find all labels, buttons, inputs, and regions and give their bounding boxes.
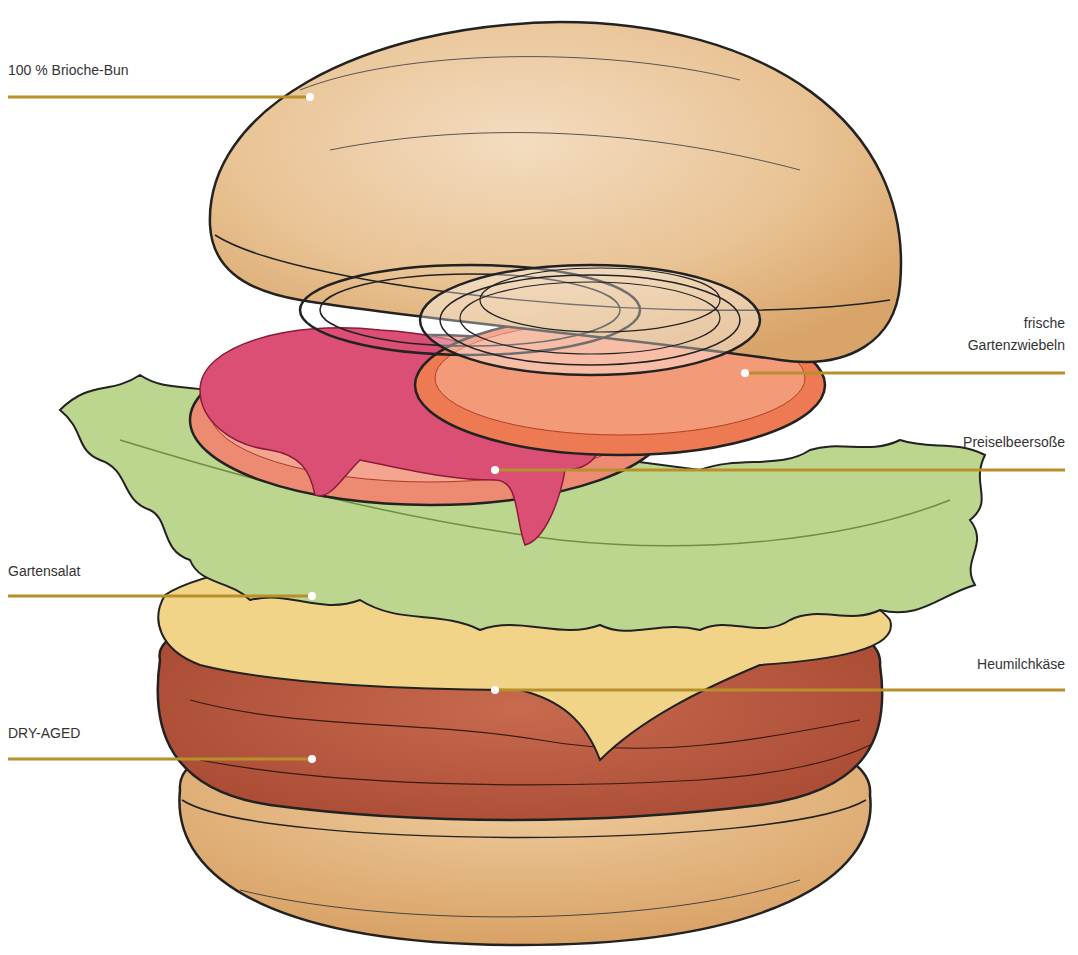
leader-dot (491, 686, 499, 694)
leader-dot (741, 369, 749, 377)
onion-ring (420, 265, 760, 375)
part-label: 100 % Brioche-Bun (8, 59, 308, 81)
bottom-bun-sketch (240, 880, 800, 917)
part-label: DRY-AGED (8, 722, 308, 744)
part-label: frische Gartenzwiebeln (945, 312, 1065, 356)
leader-lines (8, 97, 1065, 759)
leader-dot (308, 755, 316, 763)
leader-line (745, 372, 1065, 375)
part-label: Gartensalat (8, 560, 308, 582)
leader-line (495, 689, 1065, 692)
onion-rings (300, 265, 760, 375)
leader-line (8, 595, 312, 598)
patty-texture (200, 745, 870, 785)
leader-dot (306, 93, 314, 101)
patty-texture (190, 700, 860, 748)
top-bun-sketch (300, 57, 800, 170)
part-label: Heumilchkäse (765, 653, 1065, 675)
onion-ring (480, 268, 720, 332)
leader-dot (491, 466, 499, 474)
leader-dot (308, 592, 316, 600)
leader-line (8, 758, 312, 761)
part-label: Preiselbeersoße (765, 431, 1065, 453)
leader-line (495, 469, 1065, 472)
leader-line (8, 96, 310, 99)
leader-dots (306, 93, 749, 763)
